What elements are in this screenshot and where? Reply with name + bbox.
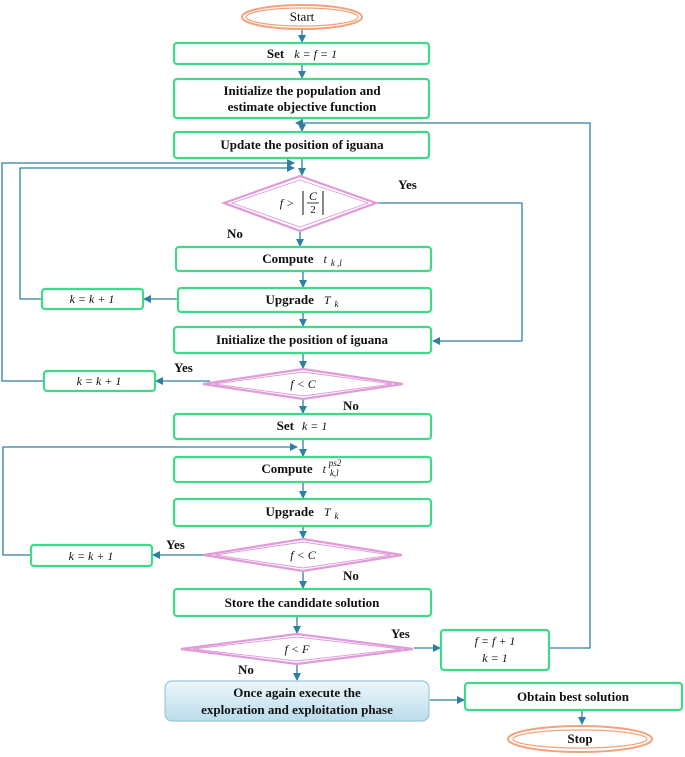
cond2-yes-label: Yes <box>174 360 193 375</box>
init-population-line1: Initialize the population and <box>223 83 381 98</box>
cond1-f-label: f > <box>280 196 294 210</box>
k-increment-box-1: k = k + 1 <box>40 287 145 311</box>
set-k-box: Set k = 1 <box>172 412 433 441</box>
compute-t-sub: k ,l <box>331 258 342 268</box>
obtain-best-box: Obtain best solution <box>463 681 684 712</box>
compute-tps2-label: Compute <box>261 461 313 476</box>
edge-kinc2-loop <box>1 159 295 382</box>
svg-text:Upgrade T k: Upgrade T k <box>265 503 339 521</box>
start-label: Start <box>290 9 315 24</box>
f-increment-line2: k = 1 <box>482 651 507 665</box>
connectors <box>1 29 591 725</box>
k-increment-box-2: k = k + 1 <box>42 369 157 393</box>
k-increment-box-3: k = k + 1 <box>29 543 154 568</box>
upgrade-T-box-2: Upgrade T k <box>172 497 433 528</box>
stop-label: Stop <box>567 731 592 746</box>
cond1-yes-label: Yes <box>398 177 417 192</box>
upgrade-T-math-2: T <box>324 505 332 519</box>
edge-cond1-yes <box>376 202 523 345</box>
cond1-no-label: No <box>227 226 243 241</box>
compute-t-label: Compute <box>262 251 314 266</box>
execute-phase-line2: exploration and exploitation phase <box>201 702 393 717</box>
svg-text:Set k = 1: Set k = 1 <box>277 417 328 434</box>
f-increment-line1: f = f + 1 <box>475 634 516 648</box>
cond1-frac-num: C <box>309 189 318 203</box>
compute-t-math: t <box>323 252 327 266</box>
execute-phase-box: Once again execute the exploration and e… <box>164 680 430 722</box>
init-position-box: Initialize the position of iguana <box>172 325 433 355</box>
update-position-label: Update the position of iguana <box>220 137 384 152</box>
upgrade-T-label-1: Upgrade <box>265 292 314 307</box>
svg-text:Upgrade T k: Upgrade T k <box>265 291 339 309</box>
k-increment-label-2: k = k + 1 <box>77 374 122 388</box>
decision-f-lt-F: f < F <box>180 632 414 666</box>
svg-text:Compute t k ,l: Compute t k ,l <box>262 250 342 268</box>
stop-terminal: Stop <box>507 725 653 753</box>
k-increment-label-3: k = k + 1 <box>69 549 114 563</box>
cond3-no-label: No <box>343 568 359 583</box>
store-candidate-box: Store the candidate solution <box>172 587 433 618</box>
decision-f-gt-abs-c-half: f > C 2 <box>220 174 380 233</box>
start-terminal: Start <box>241 4 363 30</box>
execute-phase-line1: Once again execute the <box>233 685 361 700</box>
upgrade-T-box-1: Upgrade T k <box>176 286 433 314</box>
init-population-box: Initialize the population and estimate o… <box>172 77 431 120</box>
upgrade-T-math-1: T <box>324 293 332 307</box>
compute-tps2-sub: k,l <box>330 468 339 478</box>
store-candidate-label: Store the candidate solution <box>225 595 380 610</box>
svg-text:Compute t k,l: Compute t k,l ps2 <box>261 458 342 480</box>
upgrade-T-label-2: Upgrade <box>265 504 314 519</box>
decision-f-lt-c-2: f < C <box>203 537 403 573</box>
cond1-frac-den: 2 <box>310 204 316 216</box>
set-k-label: Set <box>277 418 295 433</box>
cond4-yes-label: Yes <box>391 626 410 641</box>
cond4-no-label: No <box>238 662 254 677</box>
upgrade-T-sub-2: k <box>335 511 340 521</box>
update-position-box: Update the position of iguana <box>172 130 431 160</box>
compute-t-box: Compute t k ,l <box>174 245 433 273</box>
set-k-f-math: k = f = 1 <box>294 47 337 61</box>
decision-f-lt-c-1: f < C <box>202 367 404 401</box>
set-k-math: k = 1 <box>302 419 327 433</box>
compute-tps2-sup: ps2 <box>328 458 342 468</box>
upgrade-T-sub-1: k <box>335 299 340 309</box>
edge-finc-loop <box>295 119 591 649</box>
init-position-label: Initialize the position of iguana <box>216 332 388 347</box>
k-increment-label-1: k = k + 1 <box>70 292 115 306</box>
svg-text:Set k = f = 1: Set k = f = 1 <box>267 45 337 62</box>
f-increment-box: f = f + 1 k = 1 <box>439 628 551 672</box>
edge-kinc3-loop <box>2 443 298 556</box>
obtain-best-label: Obtain best solution <box>517 689 630 704</box>
init-population-line2: estimate objective function <box>228 99 378 114</box>
cond3-label: f < C <box>290 548 316 562</box>
compute-tps2-math: t <box>323 462 327 476</box>
cond4-label: f < F <box>285 642 310 656</box>
cond3-yes-label: Yes <box>166 537 185 552</box>
cond2-no-label: No <box>343 398 359 413</box>
edge-kinc1-loop <box>19 164 295 300</box>
set-k-f-box: Set k = f = 1 <box>172 41 431 66</box>
set-k-f-label: Set <box>267 46 285 61</box>
compute-tps2-box: Compute t k,l ps2 <box>172 455 433 484</box>
cond2-label: f < C <box>290 377 316 391</box>
